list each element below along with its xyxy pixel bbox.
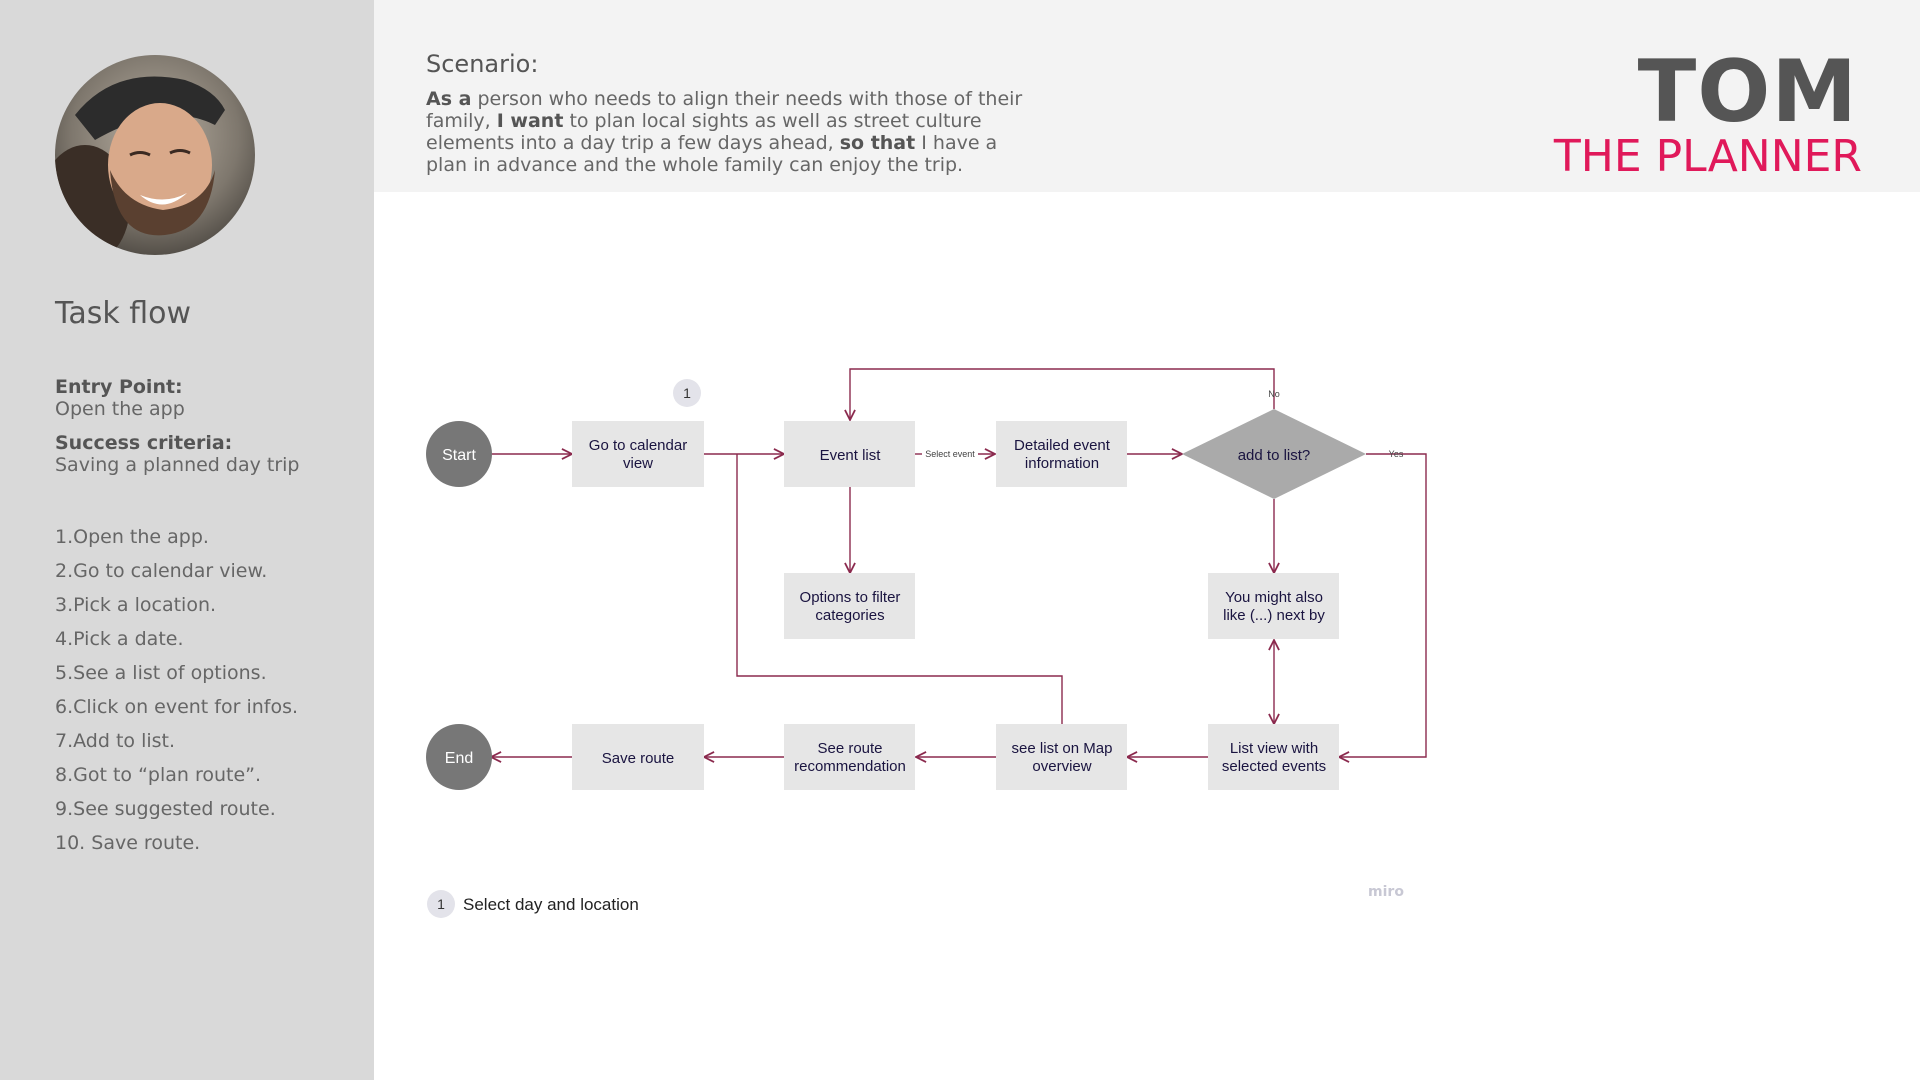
end-node: [426, 724, 492, 790]
scenario-so-that: so that: [839, 132, 916, 154]
filter-options-line2: categories: [815, 607, 884, 624]
edge-no-loop: [850, 368, 1275, 420]
scenario-part1: person who needs to align their needs wi…: [426, 88, 1023, 132]
list-item: 8.Got to “plan route”.: [55, 764, 262, 786]
persona-name: TOM: [1637, 42, 1858, 142]
scenario-text: As a person who needs to align their nee…: [426, 88, 1026, 176]
scenario-part2: to plan local sights as well as street c…: [426, 110, 982, 154]
scenario-part3: I have a plan in advance and the whole f…: [426, 132, 998, 176]
filter-options-line1: Options to filter: [800, 589, 901, 606]
save-route-label: Save route: [602, 750, 675, 767]
list-item: 10. Save route.: [55, 832, 201, 854]
calendar-view-line1: Go to calendar: [589, 437, 687, 454]
save-route-node: [572, 724, 704, 790]
scenario-header: Scenario: As a person who needs to align…: [374, 0, 1920, 192]
yes-label: Yes: [1389, 449, 1404, 459]
decision-node: [1182, 409, 1366, 499]
connectors: [491, 368, 1427, 757]
legend-text: Select day and location: [463, 895, 639, 914]
event-list-label: Event list: [820, 447, 882, 464]
end-label: End: [445, 750, 473, 767]
list-item: 4.Pick a date.: [55, 628, 184, 650]
entry-point-label: Entry Point:: [55, 376, 183, 398]
legend-marker: [427, 890, 455, 918]
list-view-line2: selected events: [1222, 758, 1326, 775]
list-view-node: [1208, 724, 1339, 790]
list-item: 7.Add to list.: [55, 730, 176, 752]
recommendations-line2: like (...) next by: [1223, 607, 1325, 624]
list-view-line1: List view with: [1230, 740, 1318, 757]
recommendations-node: [1208, 573, 1339, 639]
decision-label: add to list?: [1238, 447, 1311, 464]
scenario-i-want: I want: [496, 110, 564, 132]
recommendations-line1: You might also: [1225, 589, 1323, 606]
step-list: 1.Open the app. 2.Go to calendar view. 3…: [55, 520, 298, 860]
success-criteria-label: Success criteria:: [55, 432, 233, 454]
edge-map-eventlist: [736, 454, 1063, 724]
list-item: 9.See suggested route.: [55, 798, 276, 820]
entry-point-value: Open the app: [55, 398, 185, 420]
scenario-as-a: As a: [426, 88, 472, 110]
calendar-view-line2: view: [623, 455, 653, 472]
detailed-event-line1: Detailed event: [1014, 437, 1111, 454]
map-overview-line1: see list on Map: [1012, 740, 1113, 757]
list-item: 1.Open the app.: [55, 526, 209, 548]
list-item: 2.Go to calendar view.: [55, 560, 268, 582]
calendar-view-node: [572, 421, 704, 487]
list-item: 6.Click on event for infos.: [55, 696, 299, 718]
route-recommendation-node: [784, 724, 915, 790]
list-item: 5.See a list of options.: [55, 662, 267, 684]
step-marker-label: 1: [683, 385, 691, 401]
success-criteria-value: Saving a planned day trip: [55, 454, 300, 476]
event-list-node: [784, 421, 915, 487]
edge-yes-listview: [1339, 453, 1427, 757]
persona-role: THE PLANNER: [1553, 131, 1862, 182]
scenario-title: Scenario:: [426, 50, 539, 78]
select-event-label: Select event: [925, 449, 975, 459]
filter-options-node: [784, 573, 915, 639]
route-recommendation-line1: See route: [817, 740, 882, 757]
detailed-event-node: [996, 421, 1127, 487]
legend-marker-label: 1: [437, 896, 445, 912]
map-overview-node: [996, 724, 1127, 790]
step-marker: [673, 379, 701, 407]
start-label: Start: [442, 447, 476, 464]
list-item: 3.Pick a location.: [55, 594, 217, 616]
start-node: [426, 421, 492, 487]
person-photo-icon: [55, 55, 255, 255]
sidebar: Task flow Entry Point: Open the app Succ…: [0, 0, 374, 1080]
miro-watermark: miro: [1368, 884, 1404, 900]
detailed-event-line2: information: [1025, 455, 1099, 472]
route-recommendation-line2: recommendation: [794, 758, 906, 775]
task-flow-title: Task flow: [55, 296, 192, 331]
no-label: No: [1268, 389, 1280, 399]
map-overview-line2: overview: [1032, 758, 1091, 775]
